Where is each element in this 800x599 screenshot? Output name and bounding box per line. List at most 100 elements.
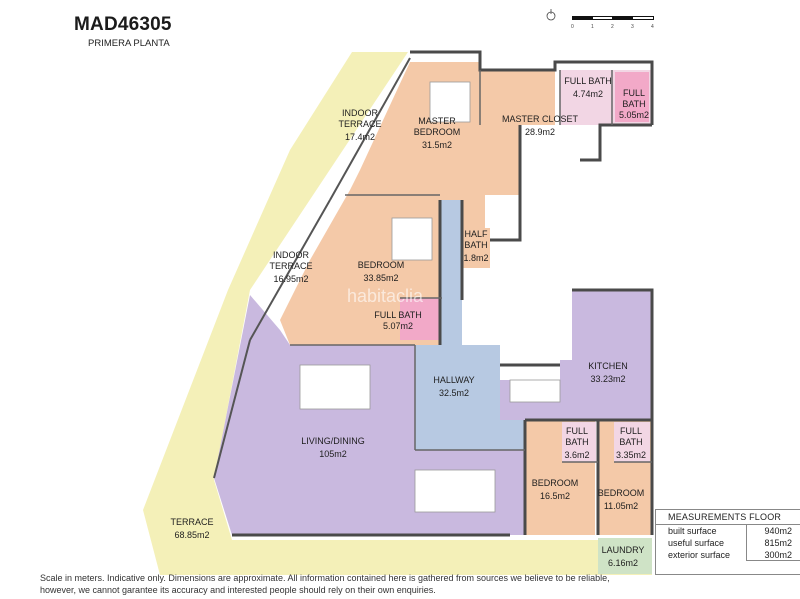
room-name: LAUNDRY — [602, 545, 645, 555]
room-name: BATH — [565, 437, 588, 447]
hallway-zone — [415, 200, 525, 450]
north-arrow-icon — [545, 8, 557, 22]
room-name: MASTER CLOSET — [502, 114, 579, 124]
measurement-row: built surface 940m2 — [656, 525, 800, 537]
room-area: 33.85m2 — [363, 273, 398, 283]
room-area: 16.5m2 — [540, 491, 570, 501]
room-name: FULL — [623, 88, 645, 98]
terrace-zone — [143, 52, 652, 575]
facade-wall — [329, 57, 411, 201]
room-area: 17.4m2 — [345, 132, 375, 142]
room-name: HALF — [464, 229, 488, 239]
scale-bar: 0 1 2 3 4 — [571, 16, 656, 32]
room-name: TERRACE — [338, 119, 381, 129]
room-area: 3.35m2 — [616, 450, 646, 460]
measurement-label: built surface — [668, 526, 717, 536]
room-area: 33.23m2 — [590, 374, 625, 384]
measurements-table: MEASUREMENTS FLOOR built surface 940m2 u… — [655, 509, 800, 575]
facade-wall — [213, 339, 251, 479]
measurements-title: MEASUREMENTS FLOOR — [656, 510, 800, 525]
room-name: BEDROOM — [598, 488, 645, 498]
room-name: FULL — [620, 426, 642, 436]
room-name: FULL BATH — [564, 76, 612, 86]
room-name: BATH — [464, 240, 487, 250]
scale-tick: 3 — [631, 24, 634, 30]
measurement-value: 940m2 — [746, 525, 800, 537]
scale-tick: 0 — [571, 24, 574, 30]
room-area: 28.9m2 — [525, 127, 555, 137]
room-name: INDOOR — [273, 250, 310, 260]
walls — [232, 50, 654, 537]
room-area: 31.5m2 — [422, 140, 452, 150]
room-area: 16.95m2 — [273, 274, 308, 284]
measurement-row: exterior surface 300m2 — [656, 549, 800, 561]
measurement-row: useful surface 815m2 — [656, 537, 800, 549]
room-name: BATH — [619, 437, 642, 447]
room-area: 32.5m2 — [439, 388, 469, 398]
room-name: BEDROOM — [532, 478, 579, 488]
room-area: 1.8m2 — [463, 253, 488, 263]
room-name: HALLWAY — [433, 375, 474, 385]
scale-tick: 1 — [591, 24, 594, 30]
room-area: 4.74m2 — [573, 89, 603, 99]
bath-zone — [614, 422, 650, 462]
scale-segment — [612, 16, 632, 20]
room-name: MASTER — [418, 116, 456, 126]
room-name: FULL — [566, 426, 588, 436]
furniture — [299, 81, 561, 513]
bath-zone — [562, 422, 596, 462]
room-name: TERRACE — [170, 517, 213, 527]
half-bath-zone — [462, 228, 490, 268]
room-area: 105m2 — [319, 449, 347, 459]
scale-segment — [572, 16, 592, 20]
scale-segment — [632, 16, 654, 20]
measurement-value: 815m2 — [746, 537, 800, 549]
watermark: habitaclia — [347, 286, 424, 306]
scale-tick: 2 — [611, 24, 614, 30]
bath-zone — [400, 298, 442, 340]
room-area: 11.05m2 — [604, 501, 638, 511]
room-name: INDOOR — [342, 108, 379, 118]
master-bath-fill — [615, 72, 649, 122]
interior-walls — [290, 70, 652, 463]
measurement-label: exterior surface — [668, 550, 731, 560]
bedroom-wing-zone — [280, 62, 555, 345]
measurement-label: useful surface — [668, 538, 725, 548]
room-name: BEDROOM — [358, 260, 405, 270]
room-area: 6.16m2 — [608, 558, 638, 568]
laundry-zone — [598, 538, 652, 574]
room-name: BEDROOM — [414, 127, 461, 137]
room-name: FULL BATH — [374, 310, 422, 320]
room-name: BATH — [622, 99, 645, 109]
room-name: LIVING/DINING — [301, 436, 365, 446]
room-name: TERRACE — [269, 261, 312, 271]
disclaimer-text: Scale in meters. Indicative only. Dimens… — [40, 573, 610, 595]
room-name: KITCHEN — [588, 361, 628, 371]
scale-tick: 4 — [651, 24, 654, 30]
room-area: 5.07m2 — [383, 321, 413, 331]
room-area: 3.6m2 — [564, 450, 589, 460]
floor-name: PRIMERA PLANTA — [88, 38, 170, 49]
facade-wall — [249, 199, 331, 341]
room-area: 5.05m2 — [619, 110, 649, 120]
room-area: 68.85m2 — [174, 530, 209, 540]
